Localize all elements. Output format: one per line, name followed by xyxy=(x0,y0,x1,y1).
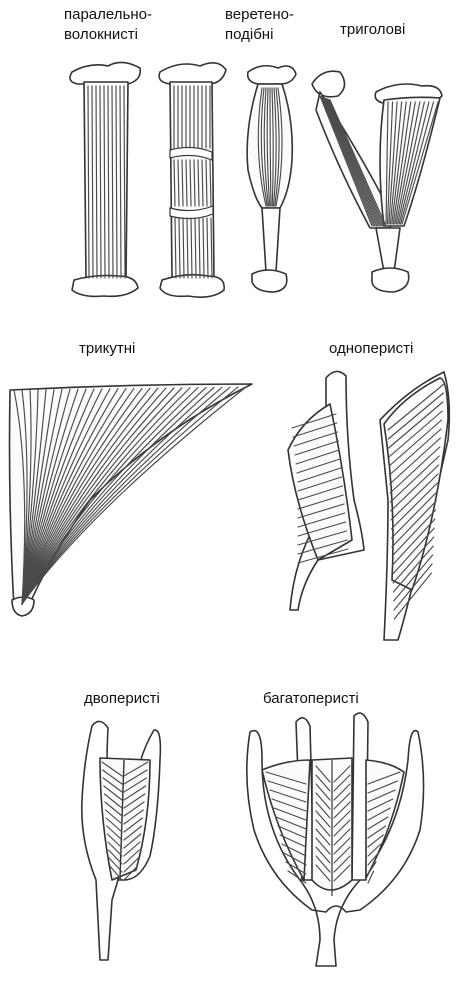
unipennate-muscle-right xyxy=(380,372,449,640)
triangular-muscle xyxy=(10,384,253,616)
muscle-fiber xyxy=(321,96,373,226)
muscle-fiber xyxy=(324,98,378,226)
muscle-fiber xyxy=(327,99,382,226)
multipennate-muscle xyxy=(247,713,424,966)
unipennate-muscle-left xyxy=(288,371,364,610)
muscle-fiber xyxy=(328,99,383,226)
parallel-muscle-1 xyxy=(70,62,140,296)
fusiform-muscle xyxy=(247,66,296,292)
muscle-fiber xyxy=(323,97,376,226)
tricipital-muscle xyxy=(312,71,442,292)
bipennate-muscle xyxy=(82,721,161,960)
muscle-fiber xyxy=(326,98,380,226)
muscle-fiber xyxy=(320,96,372,226)
muscle-fiber xyxy=(322,97,375,226)
parallel-muscle-2 xyxy=(159,63,226,297)
